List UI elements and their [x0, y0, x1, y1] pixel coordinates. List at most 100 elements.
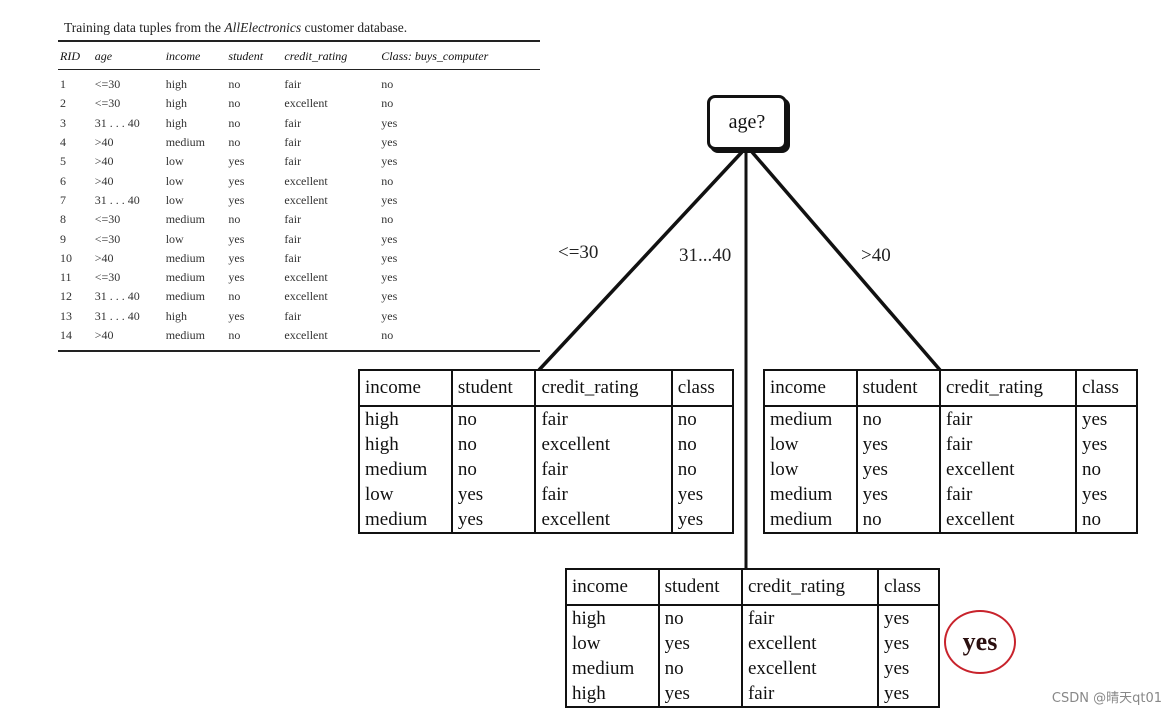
training-cell: no: [228, 77, 241, 92]
training-cell: 13: [60, 308, 72, 323]
watermark: CSDN @晴天qt01: [1051, 691, 1162, 706]
training-cell: medium: [165, 289, 206, 304]
training-cell: yes: [228, 270, 245, 285]
edge-label-31-40: 31...40: [679, 245, 732, 266]
partition-cell: yes: [855, 432, 941, 457]
partition-cell: medium: [565, 656, 660, 681]
training-cell: excellent: [284, 328, 328, 342]
training-header-cell: income: [163, 41, 227, 70]
training-cell: fair: [284, 77, 302, 92]
partition-cell: no: [450, 457, 537, 482]
partition-header-cell: student: [855, 370, 941, 407]
training-cell: no: [228, 289, 241, 304]
training-cell: >40: [94, 154, 114, 169]
training-header-cell: student: [226, 41, 283, 70]
partition-cell: no: [657, 656, 743, 681]
training-cell: 8: [60, 212, 66, 227]
partition-header-cell: class: [1074, 370, 1139, 407]
training-cell: fair: [284, 154, 302, 169]
partition-cell: low: [763, 457, 858, 482]
training-cell: <=30: [94, 270, 121, 285]
partition-cell: yes: [670, 507, 735, 533]
partition-cell: fair: [938, 406, 1077, 432]
edge-left: [537, 150, 744, 372]
training-cell: fair: [284, 308, 302, 323]
partition-header-cell: class: [876, 569, 941, 606]
partition-cell: high: [358, 406, 453, 432]
training-cell: high: [165, 308, 188, 323]
training-cell: no: [381, 328, 394, 342]
training-cell: 6: [60, 173, 66, 188]
training-cell: no: [228, 115, 241, 130]
partition-header-cell: credit_rating: [534, 370, 673, 407]
edge-right: [750, 150, 942, 372]
partition-cell: fair: [740, 605, 879, 631]
partition-cell: high: [565, 605, 660, 631]
partition-header-cell: student: [450, 370, 537, 407]
partition-header-cell: credit_rating: [740, 569, 879, 606]
training-cell: <=30: [94, 212, 121, 227]
training-cell: fair: [284, 212, 302, 227]
partition-cell: excellent: [938, 457, 1077, 482]
partition-cell: medium: [358, 507, 453, 533]
training-cell: 31 . . . 40: [94, 192, 140, 207]
training-cell: low: [165, 173, 184, 188]
training-cell: no: [381, 77, 394, 92]
training-cell: medium: [165, 212, 206, 227]
training-cell: 31 . . . 40: [94, 289, 140, 304]
training-cell: 31 . . . 40: [94, 115, 140, 130]
training-header-cell: RID: [58, 41, 93, 70]
partition-cell: low: [565, 631, 660, 656]
training-cell: 10: [60, 250, 72, 265]
partition-cell: no: [855, 507, 941, 533]
training-cell: 3: [60, 115, 66, 130]
training-cell: fair: [284, 250, 302, 265]
training-cell: fair: [284, 115, 302, 130]
training-cell: excellent: [284, 289, 328, 304]
training-cell: 5: [60, 154, 66, 169]
training-cell: yes: [228, 250, 245, 265]
training-cell: 14: [60, 328, 72, 342]
training-cell: fair: [284, 231, 302, 246]
training-cell: <=30: [94, 231, 121, 246]
training-cell: no: [381, 96, 394, 111]
training-cell: yes: [381, 250, 398, 265]
partition-cell: yes: [657, 681, 743, 707]
training-cell: <=30: [94, 96, 121, 111]
training-cell: no: [381, 173, 394, 188]
training-cell: high: [165, 115, 188, 130]
training-cell: excellent: [284, 270, 328, 285]
partition-cell: no: [855, 406, 941, 432]
partition-cell: no: [657, 605, 743, 631]
partition-cell: low: [763, 432, 858, 457]
partition-cell: fair: [938, 482, 1077, 507]
training-cell: yes: [381, 289, 398, 304]
partition-cell: no: [450, 432, 537, 457]
partition-cell: medium: [763, 406, 858, 432]
training-cell: yes: [228, 154, 245, 169]
training-cell: low: [165, 192, 184, 207]
training-cell: no: [228, 328, 241, 342]
partition-header-cell: credit_rating: [938, 370, 1077, 407]
training-caption: Training data tuples from the AllElectro…: [64, 20, 408, 35]
training-cell: >40: [94, 328, 114, 342]
training-cell: 11: [60, 270, 72, 285]
partition-cell: yes: [876, 656, 941, 681]
edge-label-gt40: >40: [861, 245, 891, 266]
partition-cell: no: [670, 432, 735, 457]
partition-cell: high: [565, 681, 660, 707]
partition-header-cell: income: [358, 370, 453, 407]
partition-cell: excellent: [534, 507, 673, 533]
partition-header-cell: income: [763, 370, 858, 407]
training-cell: yes: [381, 308, 398, 323]
partition-cell: fair: [938, 432, 1077, 457]
